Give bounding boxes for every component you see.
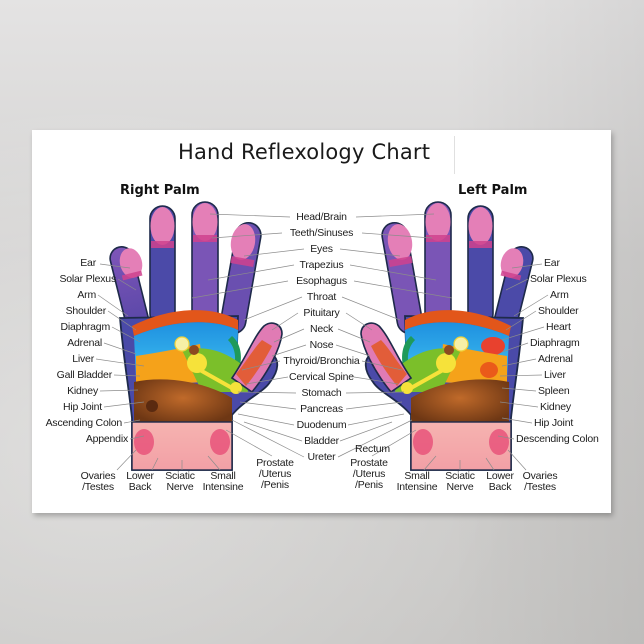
right-hand (109, 201, 283, 471)
label-head-brain: Head/Brain (296, 211, 347, 223)
label-diaphragm-left: Diaphragm (530, 337, 580, 349)
label-thyroid-bronchia: Thyroid/Bronchia (283, 355, 360, 367)
label-shoulder-left: Shoulder (538, 305, 579, 317)
label-prostate-uterus-penis-right: Prostate/Uterus/Penis (256, 457, 294, 491)
label-descending-colon: Descending Colon (516, 433, 599, 445)
label-nose: Nose (309, 339, 334, 351)
label-solar-plexus-left: Solar Plexus (530, 273, 587, 285)
poster-title: Hand Reflexology Chart (178, 140, 431, 164)
label-liver-right: Liver (72, 353, 94, 365)
label-appendix: Appendix (85, 433, 128, 445)
label-trapezius: Trapezius (299, 259, 344, 271)
label-throat: Throat (306, 291, 337, 303)
label-gall-bladder: Gall Bladder (56, 369, 113, 381)
label-ureter: Ureter (307, 451, 336, 463)
hand-illustration (95, 201, 549, 471)
right-palm-heading: Right Palm (120, 183, 200, 198)
label-solar-plexus-right: Solar Plexus (59, 273, 116, 285)
label-ovaries-testes-left: Ovaries/Testes (522, 470, 558, 493)
label-cervical-spine: Cervical Spine (289, 371, 354, 383)
label-bladder: Bladder (304, 435, 339, 447)
label-shoulder-right: Shoulder (65, 305, 107, 317)
label-teeth-sinuses: Teeth/Sinuses (289, 227, 354, 239)
label-liver-left: Liver (544, 369, 566, 381)
label-prostate-uterus-penis-left: Prostate/Uterus/Penis (350, 457, 388, 491)
left-hand (360, 201, 534, 471)
label-kidney-right: Kidney (67, 385, 98, 397)
label-ear-left: Ear (544, 257, 560, 269)
label-hip-joint-right: Hip Joint (62, 401, 102, 413)
label-esophagus: Esophagus (296, 275, 347, 287)
label-neck: Neck (309, 323, 334, 335)
label-eyes: Eyes (310, 243, 333, 255)
leader-lines (95, 213, 549, 471)
label-kidney-left: Kidney (540, 401, 571, 413)
label-rectum: Rectum (355, 443, 390, 455)
label-pancreas: Pancreas (300, 403, 343, 415)
label-ovaries-testes-right: Ovaries/Testes (80, 470, 116, 493)
label-ascending-colon: Ascending Colon (45, 417, 123, 429)
label-pituitary: Pituitary (303, 307, 340, 319)
label-ear-right: Ear (80, 257, 96, 269)
label-hip-joint-left: Hip Joint (534, 417, 574, 429)
label-duodenum: Duodenum (296, 419, 347, 431)
reflexology-poster: Hand Reflexology Chart Right Palm Left P… (32, 130, 611, 513)
label-diaphragm-right: Diaphragm (60, 321, 110, 333)
label-adrenal-right: Adrenal (67, 337, 102, 349)
label-adrenal-left: Adrenal (538, 353, 573, 365)
left-palm-heading: Left Palm (458, 183, 528, 198)
label-spleen: Spleen (538, 385, 570, 397)
title-divider (454, 136, 455, 174)
label-heart: Heart (546, 321, 571, 333)
label-arm-right: Arm (77, 289, 96, 301)
label-arm-left: Arm (550, 289, 569, 301)
label-stomach: Stomach (301, 387, 342, 399)
